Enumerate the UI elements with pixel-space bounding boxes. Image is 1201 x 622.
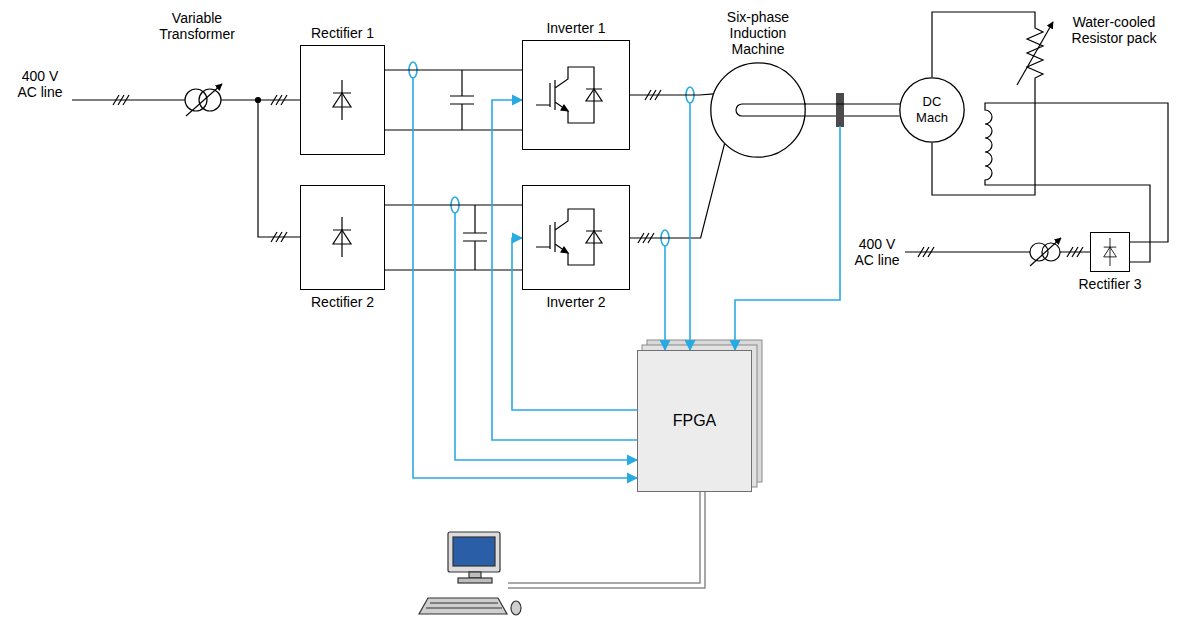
- diode-symbol: [333, 80, 351, 120]
- ac-supply-wires: [72, 95, 300, 242]
- shaft: [736, 104, 900, 116]
- computer-icon: [448, 532, 500, 572]
- diode-symbol: [333, 80, 351, 257]
- field-supply: [905, 238, 1116, 266]
- signal-line: [455, 213, 637, 460]
- node-label: Rectifier 1: [311, 25, 374, 41]
- field-supply: [918, 247, 934, 257]
- induction-machine: Six-phase Induction Machine: [710, 62, 806, 158]
- diode-symbol: [333, 217, 351, 257]
- dc-bus: [385, 130, 522, 270]
- pc-link: [508, 492, 700, 583]
- computer-icon: [419, 598, 507, 614]
- pc-link: [508, 492, 705, 588]
- resistor-label: Water-cooled Resistor pack: [1058, 14, 1170, 46]
- igbt-symbol: [536, 67, 602, 265]
- signal-line: [492, 100, 637, 440]
- node-label: FPGA: [673, 413, 717, 429]
- computer-icon: [419, 532, 521, 615]
- supply-label: 400 V AC line: [14, 68, 66, 100]
- fpga-board: FPGA: [637, 350, 752, 492]
- power-line: [630, 143, 725, 238]
- ac-supply-wires: [271, 232, 287, 242]
- supply-label: 400 V AC line: [850, 236, 904, 268]
- node-label: Six-phase Induction Machine: [708, 9, 808, 57]
- computer-icon: [511, 601, 521, 615]
- node-label: Inverter 1: [546, 20, 605, 36]
- node-label: DC Mach: [911, 94, 953, 126]
- rectifier-box: Rectifier 2: [300, 185, 385, 290]
- power-line: [385, 69, 522, 70]
- field-supply: [1067, 247, 1083, 257]
- ac-supply-wires: [271, 95, 287, 105]
- signal-line: [413, 78, 637, 478]
- dc-machine-wiring: [932, 12, 1168, 262]
- igbt-symbol: [536, 209, 602, 265]
- capacitor-symbol: [463, 205, 487, 270]
- transformer-label: Variable Transformer: [152, 10, 242, 42]
- signal-line: [664, 246, 666, 350]
- computer-icon: [469, 572, 481, 578]
- signal-line: [512, 238, 637, 410]
- shaft: [736, 104, 900, 116]
- pc-link: [508, 492, 705, 588]
- signal-line: [735, 126, 840, 350]
- computer-icon: [426, 603, 502, 608]
- rectifier-box: Rectifier 1: [300, 45, 385, 155]
- field-coil: [985, 103, 1168, 262]
- dc-machine: DC Mach: [899, 77, 965, 143]
- variable-transformer-symbol: [199, 89, 221, 111]
- power-line: [805, 103, 901, 104]
- capacitor-symbol: [450, 70, 474, 130]
- computer-icon: [458, 578, 492, 583]
- dc-machine-wiring: [1017, 22, 1053, 85]
- power-line: [385, 204, 522, 205]
- variable-transformer-symbol: [186, 84, 222, 116]
- signal-line: [689, 103, 691, 350]
- variable-transformer-symbol: [185, 84, 222, 116]
- three-phase-mark: [638, 90, 661, 243]
- field-supply: [905, 251, 1090, 252]
- inverter-box: Inverter 1: [522, 40, 630, 150]
- node-label: Rectifier 3: [1078, 276, 1141, 292]
- rectifier-box: Rectifier 3: [1090, 232, 1130, 272]
- power-line: [630, 94, 714, 95]
- inverter-box: Inverter 2: [522, 185, 630, 290]
- node-label: Rectifier 2: [311, 294, 374, 310]
- ac-supply-wires: [256, 98, 261, 103]
- computer-icon: [453, 537, 495, 566]
- circle-outline: [900, 78, 964, 142]
- ac-supply-wires: [113, 95, 129, 105]
- node-label: Inverter 2: [546, 294, 605, 310]
- field-supply: [1104, 238, 1117, 266]
- field-supply: [1030, 238, 1061, 266]
- circle-outline: [710, 62, 806, 158]
- field-supply: [1104, 238, 1117, 266]
- encoder-disc: [836, 93, 844, 127]
- ac-supply-wires: [72, 100, 300, 237]
- circle-outline: [711, 63, 805, 157]
- igbt-symbol: [536, 67, 602, 123]
- current-sensor: [409, 62, 694, 246]
